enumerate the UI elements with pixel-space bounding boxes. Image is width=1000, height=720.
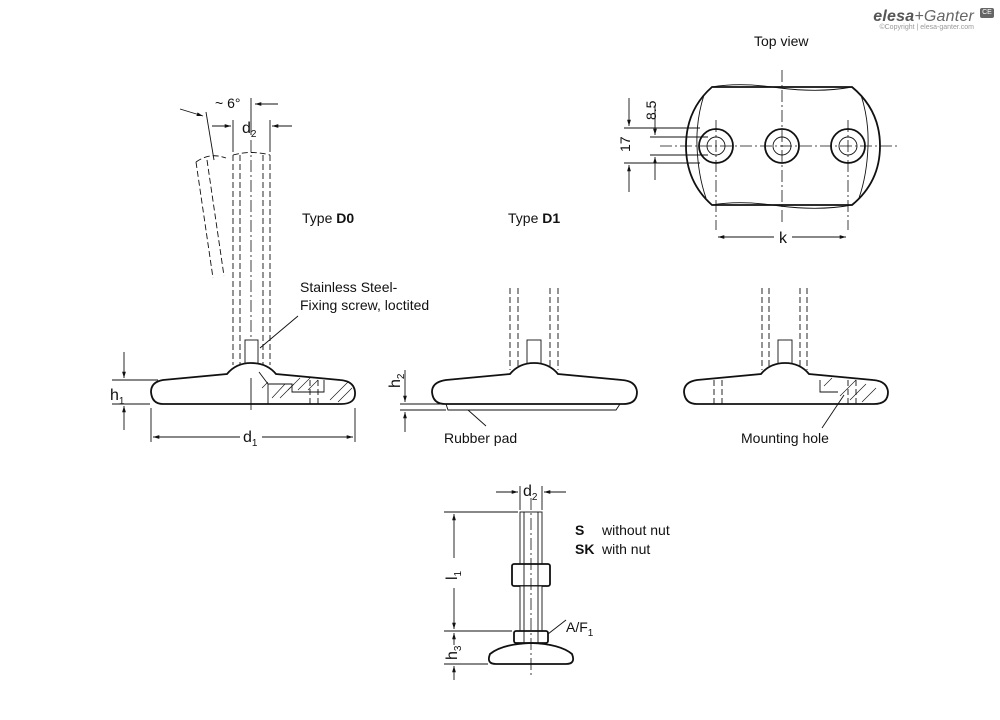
rubber-pad-leader bbox=[467, 409, 487, 427]
k-dimension: k bbox=[718, 230, 846, 247]
vertical-stem-dashed bbox=[232, 152, 271, 365]
screw-leader bbox=[259, 315, 299, 349]
dim-8-5: 8.5 bbox=[643, 100, 659, 120]
type-d1-view: h2 bbox=[387, 288, 638, 432]
svg-text:d2: d2 bbox=[523, 483, 538, 503]
angle-label: ~ 6° bbox=[215, 95, 240, 111]
l1-dimension: l1 bbox=[444, 511, 518, 632]
d2-dimension-stud: d2 bbox=[496, 483, 566, 510]
mounting-hole-label: Mounting hole bbox=[741, 430, 829, 446]
top-view-label: Top view bbox=[754, 33, 809, 49]
d1-dimension: d1 bbox=[150, 408, 356, 449]
ce-badge: CE bbox=[980, 8, 994, 18]
rubber-pad-shape bbox=[445, 403, 621, 411]
screw-label-line1: Stainless Steel- bbox=[300, 279, 398, 295]
type-d0-label: Type D0 bbox=[302, 210, 354, 226]
mh-base bbox=[683, 362, 889, 405]
h2-dimension: h2 bbox=[387, 370, 446, 432]
mounting-hole-leader bbox=[821, 394, 845, 429]
rubber-pad-label: Rubber pad bbox=[444, 430, 517, 446]
d0-hatched-section bbox=[261, 377, 353, 404]
top-view-holes bbox=[698, 120, 866, 230]
screw-label-line2: Fixing screw, loctited bbox=[300, 297, 429, 313]
sk-description: with nut bbox=[601, 541, 650, 557]
af-leader bbox=[547, 619, 567, 635]
svg-text:h1: h1 bbox=[110, 387, 125, 407]
type-d1-label: Type D1 bbox=[508, 210, 560, 226]
s-description: without nut bbox=[601, 522, 670, 538]
svg-text:h2: h2 bbox=[387, 373, 407, 388]
s-code: S bbox=[575, 522, 584, 538]
hole-center bbox=[764, 128, 800, 164]
svg-text:l1: l1 bbox=[444, 570, 464, 580]
h3-dimension: h3 bbox=[444, 633, 488, 680]
svg-text:d1: d1 bbox=[243, 429, 258, 449]
svg-text:k: k bbox=[779, 230, 788, 247]
dim-17: 17 bbox=[617, 136, 633, 152]
d0-base bbox=[150, 362, 356, 405]
svg-text:h3: h3 bbox=[444, 645, 464, 660]
tilted-stem-dashed bbox=[195, 155, 227, 279]
h1-dimension: h1 bbox=[110, 352, 158, 430]
angle-dimension: ~ 6° bbox=[179, 95, 278, 161]
top-view: 8.5 17 k bbox=[617, 70, 900, 247]
type-d0-view: ~ 6° d2 h1 d1 bbox=[110, 95, 356, 449]
sk-code: SK bbox=[575, 541, 594, 557]
brand-logo: elesa+Ganter ©Copyright | elesa-ganter.c… bbox=[873, 8, 994, 31]
d2-dimension-d0: d2 bbox=[212, 120, 292, 152]
top-view-vertical-dims: 8.5 17 bbox=[617, 98, 708, 192]
svg-text:d2: d2 bbox=[242, 120, 257, 140]
mounting-hole-view bbox=[683, 288, 889, 429]
af-label: A/F1 bbox=[566, 619, 594, 639]
d1-base bbox=[431, 362, 638, 405]
brand-copyright: ©Copyright | elesa-ganter.com bbox=[879, 24, 974, 31]
brand-name: elesa+Ganter bbox=[873, 8, 974, 25]
stud-view: d2 l1 h3 bbox=[444, 483, 575, 680]
